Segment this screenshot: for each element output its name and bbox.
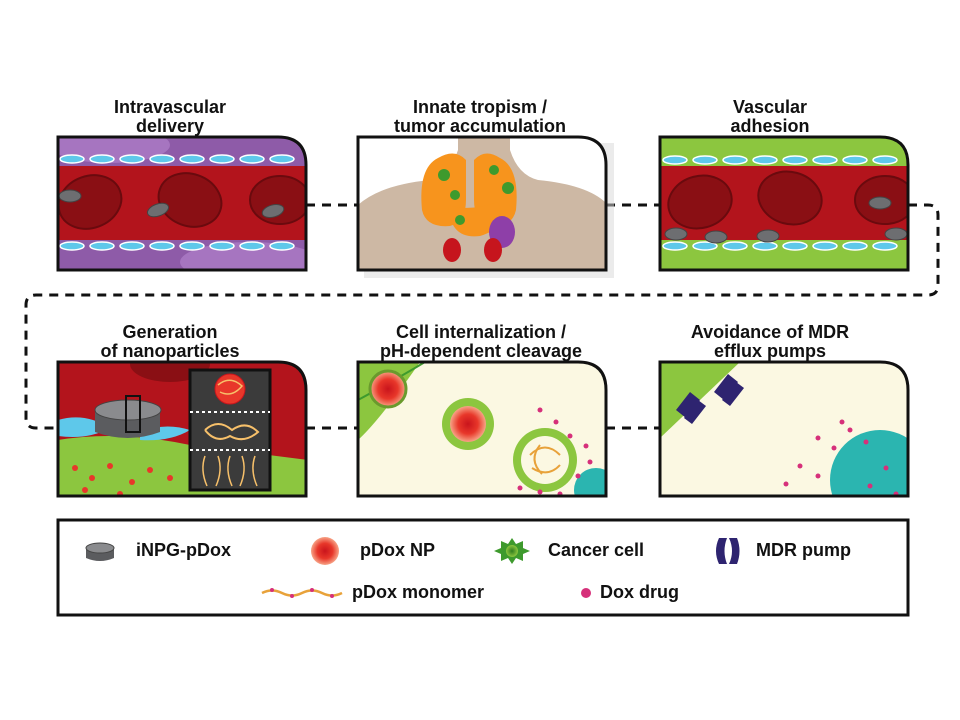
panel-vascular-adhesion (658, 135, 910, 272)
cancer-cell-icon (494, 538, 530, 564)
legend-label-cancer-cell: Cancer cell (548, 540, 645, 560)
pdox-monomer-icon (261, 588, 343, 598)
dox-drug-dots (517, 407, 593, 496)
panel-title-intravascular-delivery: Intravascular delivery (113, 97, 227, 136)
tumor-spots (438, 165, 514, 225)
panel-intravascular-delivery (56, 135, 308, 272)
endothelial-cells-bottom (59, 241, 295, 251)
legend-label-mdr-pump: MDR pump (756, 540, 851, 560)
zoom-inset (188, 368, 272, 492)
panel-title-avoidance-of-mdr: Avoidance of MDR efflux pumps (690, 322, 850, 361)
panel-frame (56, 360, 308, 498)
panel-generation-of-nanoparticles (56, 360, 308, 498)
panel-frame (56, 135, 308, 272)
panel-title-cell-internalization: Cell internalization / pH-dependent clea… (379, 322, 583, 361)
flow-connectors (24, 203, 940, 430)
legend-label-pdox-np: pDox NP (360, 540, 436, 560)
lungs (421, 153, 517, 237)
panel-title-generation-of-nanoparticles: Generation of nanoparticles (100, 322, 240, 361)
panel-innate-tropism (356, 135, 614, 278)
endothelial-cells-top (59, 154, 295, 164)
mdr-pump-icon (676, 374, 744, 424)
legend-label-pdox-monomer: pDox monomer (352, 582, 485, 602)
red-blood-cells (58, 172, 306, 230)
panel-cell-internalization (356, 360, 608, 498)
inpg-particles (58, 189, 285, 218)
inpg-particle-large (94, 399, 162, 438)
panel-frame (356, 135, 608, 272)
panel-frame (658, 360, 910, 498)
panel-title-vascular-adhesion: Vascular adhesion (730, 97, 810, 136)
inpg-icon (85, 542, 115, 561)
legend (56, 518, 910, 617)
legend-label-dox-drug: Dox drug (600, 582, 679, 602)
legend-label-inpg-pdox: iNPG-pDox (136, 540, 232, 560)
panel-title-innate-tropism: Innate tropism / tumor accumulation (393, 97, 567, 136)
released-dox (72, 463, 173, 496)
pdox-np-icon (311, 537, 339, 565)
panel-frame (356, 360, 608, 498)
mdr-pump-legend-icon (716, 538, 740, 564)
kidneys (443, 238, 502, 262)
dox-drug-icon (581, 588, 591, 598)
panel-avoidance-of-mdr (658, 360, 910, 498)
panel-frame (658, 135, 910, 272)
